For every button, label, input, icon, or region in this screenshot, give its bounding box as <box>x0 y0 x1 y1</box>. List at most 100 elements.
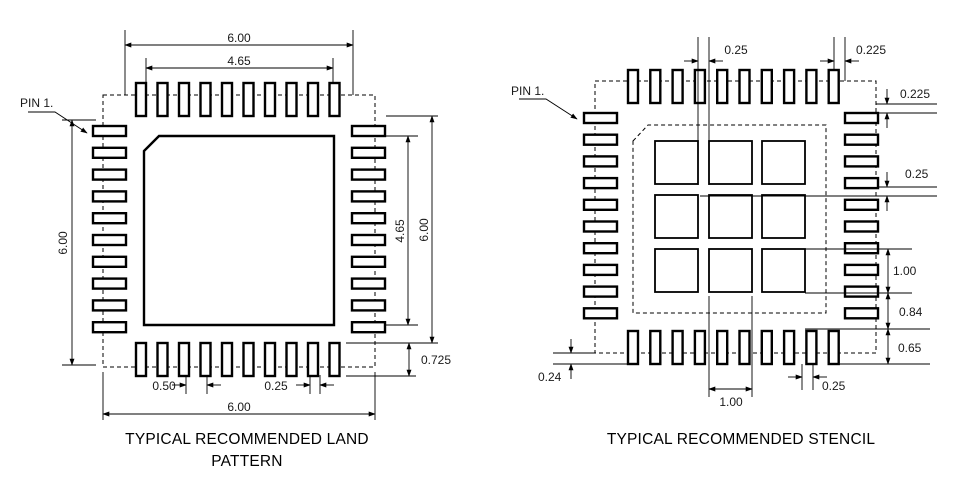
stencil-dim-top-width: 0.25 <box>724 43 748 57</box>
stencil-left-pad-column <box>582 111 619 320</box>
stencil-pad <box>716 68 729 105</box>
land-pattern-caption-line2: PATTERN <box>211 453 282 470</box>
land-pad <box>156 341 169 378</box>
stencil-aperture <box>708 140 753 185</box>
land-pad <box>91 277 128 290</box>
dim-bottom: 6.00 <box>227 400 251 414</box>
land-pad <box>91 190 128 203</box>
stencil-pad <box>760 329 773 366</box>
pin1-label: PIN 1. <box>20 96 53 110</box>
land-pad <box>285 341 298 378</box>
stencil-pad <box>843 176 880 190</box>
stencil-dim-right-top: 0.225 <box>900 87 930 101</box>
land-pad <box>350 233 387 247</box>
land-pad <box>350 146 387 160</box>
stencil-pad <box>782 68 796 105</box>
right-pad-column <box>350 124 387 334</box>
stencil-pad <box>582 155 619 168</box>
land-pad <box>242 341 255 378</box>
bottom-pad-row <box>134 341 341 378</box>
stencil-pad <box>716 329 729 366</box>
land-pad <box>199 81 212 118</box>
stencil-pad <box>843 220 880 233</box>
stencil-aperture <box>708 248 753 293</box>
stencil-pad <box>805 329 818 366</box>
stencil-pad <box>582 198 619 212</box>
stencil-pad <box>582 285 619 298</box>
stencil-dim-bottom-pad: 0.25 <box>822 379 846 393</box>
land-pad <box>91 255 128 268</box>
stencil-pad <box>671 68 684 105</box>
stencil-pad <box>582 241 619 255</box>
land-pad <box>350 168 387 181</box>
stencil-dim-bottom-block: 1.00 <box>719 395 743 409</box>
stencil-dim-right-pad: 0.25 <box>905 167 929 181</box>
land-pad <box>91 168 128 181</box>
stencil-pad <box>582 111 619 125</box>
stencil-pad <box>843 155 880 168</box>
dim-pad-width: 0.25 <box>264 379 288 393</box>
stencil-pad <box>843 307 880 320</box>
land-pad <box>242 81 255 118</box>
stencil-top-pad-row <box>626 68 840 105</box>
dim-right-inner: 4.65 <box>393 219 407 243</box>
land-pad <box>350 321 387 334</box>
stencil-package-outline <box>594 80 877 354</box>
land-pad <box>350 255 387 268</box>
land-pad <box>91 299 128 312</box>
stencil-pad <box>827 329 840 366</box>
stencil-aperture <box>761 248 806 293</box>
stencil-dim-top-right: 0.225 <box>856 43 886 57</box>
stencil-aperture <box>654 140 699 185</box>
stencil-pad <box>805 68 818 105</box>
stencil-pad <box>649 68 662 105</box>
land-pattern-diagram: PIN 1. 6.00 4.65 6.00 4.65 6.00 0.725 <box>20 30 451 470</box>
stencil-dim-gap: 0.84 <box>899 305 923 319</box>
stencil-pad <box>626 68 640 105</box>
land-pad <box>328 81 341 118</box>
stencil-dim-edge: 0.65 <box>898 341 922 355</box>
stencil-pad <box>582 176 619 190</box>
stencil-dim-block: 1.00 <box>893 264 917 278</box>
land-pad <box>350 299 387 312</box>
land-pad <box>91 321 128 334</box>
dim-top-inner: 4.65 <box>227 54 251 68</box>
stencil-diagram: PIN 1. 0.25 0.225 0.225 0.25 1.00 <box>511 37 937 448</box>
stencil-pad <box>760 68 773 105</box>
land-pad <box>350 277 387 290</box>
stencil-caption: TYPICAL RECOMMENDED STENCIL <box>607 431 876 448</box>
stencil-aperture-grid <box>654 140 806 293</box>
stencil-pad <box>582 220 619 233</box>
dim-left: 6.00 <box>56 231 70 255</box>
land-pad <box>91 124 128 138</box>
land-pad <box>91 211 128 225</box>
land-pad <box>177 341 191 378</box>
land-pad <box>285 81 298 118</box>
dim-top-outer: 6.00 <box>227 31 251 45</box>
stencil-right-pad-column <box>843 111 880 320</box>
stencil-pad <box>582 133 619 146</box>
land-pad <box>263 341 277 378</box>
stencil-exposed-pad-outline <box>632 124 827 314</box>
stencil-aperture <box>654 248 699 293</box>
stencil-pad <box>843 133 880 146</box>
stencil-dim-left-bottom: 0.24 <box>538 370 562 384</box>
stencil-pin1-label: PIN 1. <box>511 84 544 98</box>
stencil-pad <box>582 263 619 277</box>
land-pad <box>220 81 234 118</box>
land-pad <box>350 190 387 203</box>
land-pad <box>306 81 320 118</box>
dim-pad-length: 0.725 <box>421 353 451 367</box>
land-pad <box>263 81 277 118</box>
stencil-pad <box>843 285 880 298</box>
stencil-aperture <box>654 194 699 239</box>
stencil-bottom-pad-row <box>626 329 840 366</box>
land-pad <box>134 81 148 118</box>
land-pad <box>177 81 191 118</box>
dim-pitch: 0.50 <box>152 379 176 393</box>
exposed-pad <box>142 134 336 327</box>
land-pad <box>328 341 341 378</box>
stencil-aperture <box>761 194 806 239</box>
land-pad <box>350 124 387 138</box>
